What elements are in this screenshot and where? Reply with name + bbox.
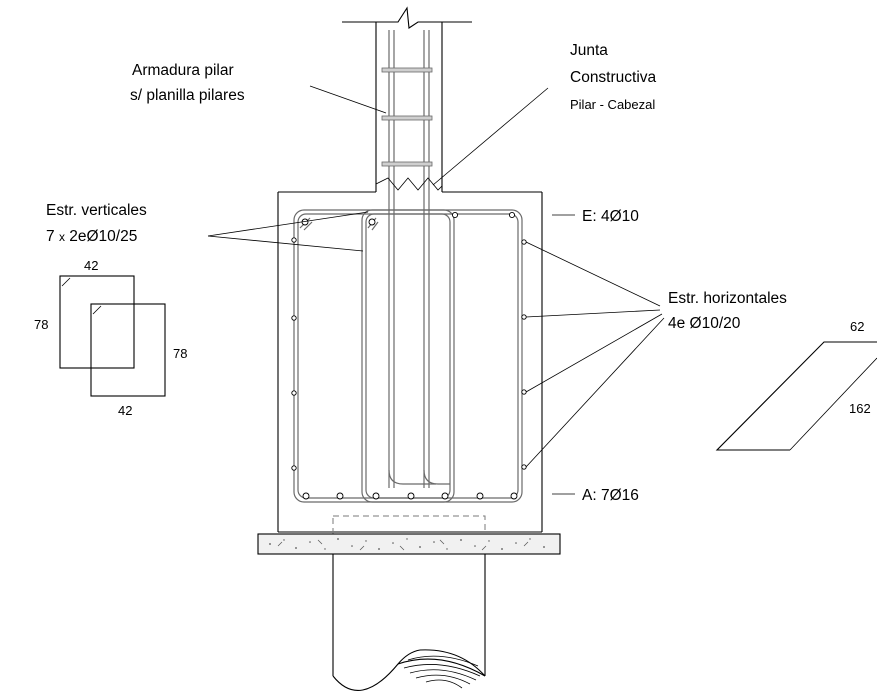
pile-cap-outline <box>277 192 543 533</box>
side-bars <box>291 237 527 471</box>
vertical-stirrups <box>293 209 523 503</box>
label-pilar-cabezal: Pilar - Cabezal <box>570 97 655 112</box>
label-estr-verticales: Estr. verticales <box>46 202 147 219</box>
bottom-bars <box>302 492 518 500</box>
dim-horiz-width: 62 <box>850 319 864 334</box>
column <box>278 6 542 193</box>
label-armadura-pilar: Armadura pilar <box>132 62 234 79</box>
pile <box>332 554 486 691</box>
label-estr-horizontales-qty: 4e Ø10/20 <box>668 315 741 332</box>
label-bottom-bars: A: 7Ø16 <box>582 487 639 504</box>
label-top-bars: E: 4Ø10 <box>582 208 639 225</box>
lean-concrete <box>257 533 561 555</box>
dim-vert-width-top: 42 <box>84 258 98 273</box>
leader-lines <box>207 85 665 495</box>
label-junta: Junta <box>570 42 608 59</box>
horizontal-stirrup-shape <box>715 341 877 451</box>
dim-vert-width-bottom: 42 <box>118 403 132 418</box>
label-planilla-pilares: s/ planilla pilares <box>130 87 245 104</box>
label-constructiva: Constructiva <box>570 69 657 86</box>
column-reinforcement <box>381 30 450 488</box>
top-bars <box>451 211 516 219</box>
label-estr-verticales-qty: 7 x 2eØ10/25 <box>46 228 137 245</box>
label-estr-horizontales: Estr. horizontales <box>668 290 787 307</box>
dim-vert-height-left: 78 <box>34 317 48 332</box>
vertical-stirrup-shape <box>59 275 166 397</box>
dim-horiz-length: 162 <box>849 401 871 416</box>
construction-joint <box>375 177 443 191</box>
dim-vert-height-right: 78 <box>173 346 187 361</box>
